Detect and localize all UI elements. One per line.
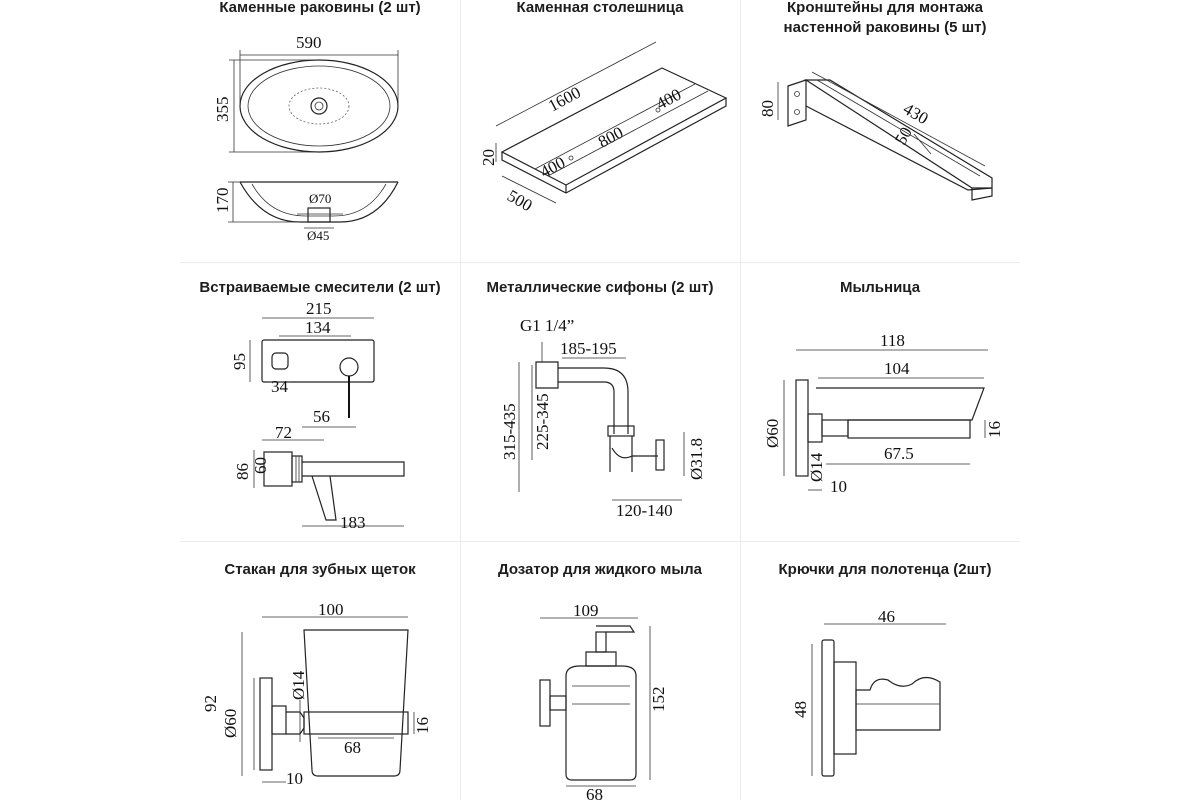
dim-d14-cup: Ø14 <box>289 670 308 700</box>
dim-183: 183 <box>340 513 366 532</box>
dim-215: 215 <box>306 299 332 318</box>
title-mixers: Встраиваемые смесители (2 шт) <box>199 279 441 296</box>
dim-355: 355 <box>213 97 232 123</box>
dim-48: 48 <box>791 701 810 718</box>
dim-400-right: 400 <box>653 85 684 114</box>
dim-86: 86 <box>233 463 252 480</box>
dim-72: 72 <box>275 423 292 442</box>
dim-68-dispenser: 68 <box>586 785 603 800</box>
dim-d31-8: Ø31.8 <box>687 438 706 480</box>
dim-16: 16 <box>985 421 1004 438</box>
dim-d60: Ø60 <box>763 419 782 448</box>
title-brackets-line1: Кронштейны для монтажа <box>787 0 983 16</box>
soap-dish-drawing: 118 104 Ø60 16 Ø14 67.5 10 <box>763 331 1004 496</box>
soap-dispenser-drawing: 109 152 68 <box>539 601 668 800</box>
dim-10-cup: 10 <box>286 769 303 788</box>
dim-92: 92 <box>201 695 220 712</box>
column-divider <box>740 0 741 800</box>
dim-68-cup: 68 <box>344 738 361 757</box>
title-stone-countertop: Каменная столешница <box>516 0 684 16</box>
dim-100: 100 <box>318 600 344 619</box>
towel-hook-drawing: 46 48 <box>791 607 946 777</box>
dim-46: 46 <box>878 607 895 626</box>
dim-400-left: 400 <box>537 153 568 182</box>
dim-590: 590 <box>296 33 322 52</box>
title-soap-dispenser: Дозатор для жидкого мыла <box>497 561 703 578</box>
dim-60: 60 <box>251 457 270 474</box>
title-brackets-line2: настенной раковины (5 шт) <box>783 19 987 36</box>
title-siphons: Металлические сифоны (2 шт) <box>486 279 714 296</box>
dim-34: 34 <box>271 377 289 396</box>
toothbrush-cup-drawing: 100 92 Ø60 Ø14 16 68 10 <box>201 600 432 788</box>
dim-d45: Ø45 <box>307 228 329 243</box>
title-stone-sinks: Каменные раковины (2 шт) <box>219 0 421 16</box>
dim-g114: G1 1/4” <box>520 316 574 335</box>
dim-109: 109 <box>573 601 599 620</box>
dim-170: 170 <box>213 188 232 214</box>
title-towel-hooks: Крючки для полотенца (2шт) <box>778 561 992 578</box>
dim-d70: Ø70 <box>309 191 331 206</box>
dim-315-435: 315-435 <box>500 403 519 460</box>
title-soap-dish: Мыльница <box>839 279 921 296</box>
dim-80: 80 <box>758 100 777 117</box>
dim-67-5: 67.5 <box>884 444 914 463</box>
dim-56: 56 <box>313 407 330 426</box>
dim-134: 134 <box>305 318 331 337</box>
dim-118: 118 <box>880 331 905 350</box>
dim-104: 104 <box>884 359 910 378</box>
dim-10: 10 <box>830 477 847 496</box>
dim-95: 95 <box>230 353 249 370</box>
dim-50: 50 <box>891 124 916 148</box>
dim-d60-cup: Ø60 <box>221 709 240 738</box>
dim-1600: 1600 <box>545 83 584 116</box>
bracket-drawing: 80 430 50 <box>758 71 993 201</box>
row-divider <box>180 262 1020 263</box>
dim-120-140: 120-140 <box>616 501 673 520</box>
dim-430: 430 <box>900 99 932 128</box>
dim-d14: Ø14 <box>807 452 826 482</box>
dim-16-cup: 16 <box>413 717 432 734</box>
row-divider <box>180 541 1020 542</box>
column-divider <box>460 0 461 800</box>
dim-20: 20 <box>479 149 498 166</box>
title-brackets: Кронштейны для монтажа настенной раковин… <box>745 0 1025 38</box>
mixer-drawing: 215 134 95 34 56 72 86 60 183 <box>230 299 405 532</box>
dim-800: 800 <box>595 123 626 152</box>
dim-225-345: 225-345 <box>533 393 552 450</box>
dim-152: 152 <box>649 687 668 713</box>
siphon-drawing: G1 1/4” 185-195 315-435 225-345 Ø31.8 12… <box>500 316 706 520</box>
sink-drawing: 590 355 170 Ø70 Ø45 <box>213 33 399 243</box>
dim-185-195: 185-195 <box>560 339 617 358</box>
title-toothbrush-cup: Стакан для зубных щеток <box>224 561 416 578</box>
countertop-drawing: 1600 20 500 400 800 400 <box>479 41 728 215</box>
